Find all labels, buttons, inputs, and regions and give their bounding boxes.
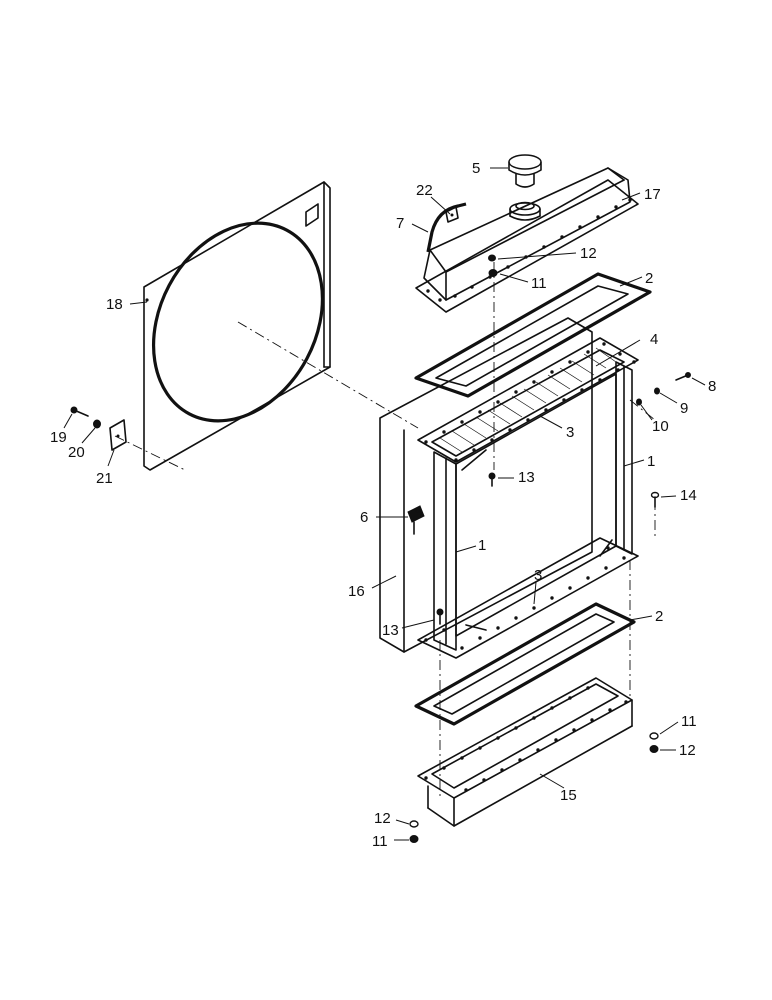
top-tank-nut [488,269,498,277]
side-lockwasher [654,387,660,395]
shroud-bracket [109,419,127,451]
upper-gasket [414,272,652,398]
callout-16: 16 [348,583,365,600]
callout-22: 22 [416,182,433,199]
callout-13-upper: 13 [518,469,535,486]
callout-14: 14 [680,487,697,504]
header-screw-lower [436,608,444,625]
bottom-tank-washer-left [409,820,419,828]
callout-2-upper: 2 [645,270,653,287]
callout-12-top: 12 [580,245,597,262]
callout-5: 5 [472,160,480,177]
callout-15: 15 [560,787,577,804]
callout-labels: 5 22 7 17 12 11 2 18 4 8 9 10 3 19 20 21… [50,160,716,850]
callout-12-right: 12 [679,742,696,759]
callout-2-lower: 2 [655,608,663,625]
shroud-bolt [70,406,89,417]
callout-11-right: 11 [681,713,697,730]
callout-9: 9 [680,400,688,417]
fan-shroud [143,181,331,471]
header-screw-upper [488,472,496,487]
callout-7: 7 [396,215,404,232]
side-channel-bolt [650,491,660,508]
overflow-tube [426,202,467,253]
callout-11-left: 12 [374,810,391,827]
side-washer [636,398,642,406]
callout-17: 17 [644,186,661,203]
callout-1-right: 1 [647,453,655,470]
callout-19: 19 [50,429,67,446]
shroud-washer [93,419,101,429]
radiator-core-assembly [379,317,639,659]
callout-3-upper: 3 [566,424,574,441]
callout-4: 4 [650,331,658,348]
callout-3-lower: 3 [534,567,542,584]
tube-clamp [445,206,459,223]
bottom-tank-nut-left [409,835,419,843]
bottom-tank [417,677,633,827]
callout-1-left: 1 [478,537,486,554]
bottom-tank-nut-right [649,745,659,753]
radiator-cap [508,154,542,188]
callout-11-top: 11 [531,275,547,292]
lower-gasket [414,602,636,726]
top-tank [415,167,639,313]
callout-8: 8 [708,378,716,395]
centerlines [114,262,656,800]
bottom-tank-washer-right [649,732,659,740]
drain-cock [407,505,425,535]
side-bolt [675,372,691,381]
callout-12-left: 11 [372,833,388,850]
top-tank-washer [488,254,496,262]
leader-lines [63,167,706,841]
callout-13-lower: 13 [382,622,399,639]
callout-20: 20 [68,444,85,461]
callout-6: 6 [360,509,368,526]
callout-21: 21 [96,470,113,487]
callout-18: 18 [106,296,123,313]
callout-10: 10 [652,418,669,435]
